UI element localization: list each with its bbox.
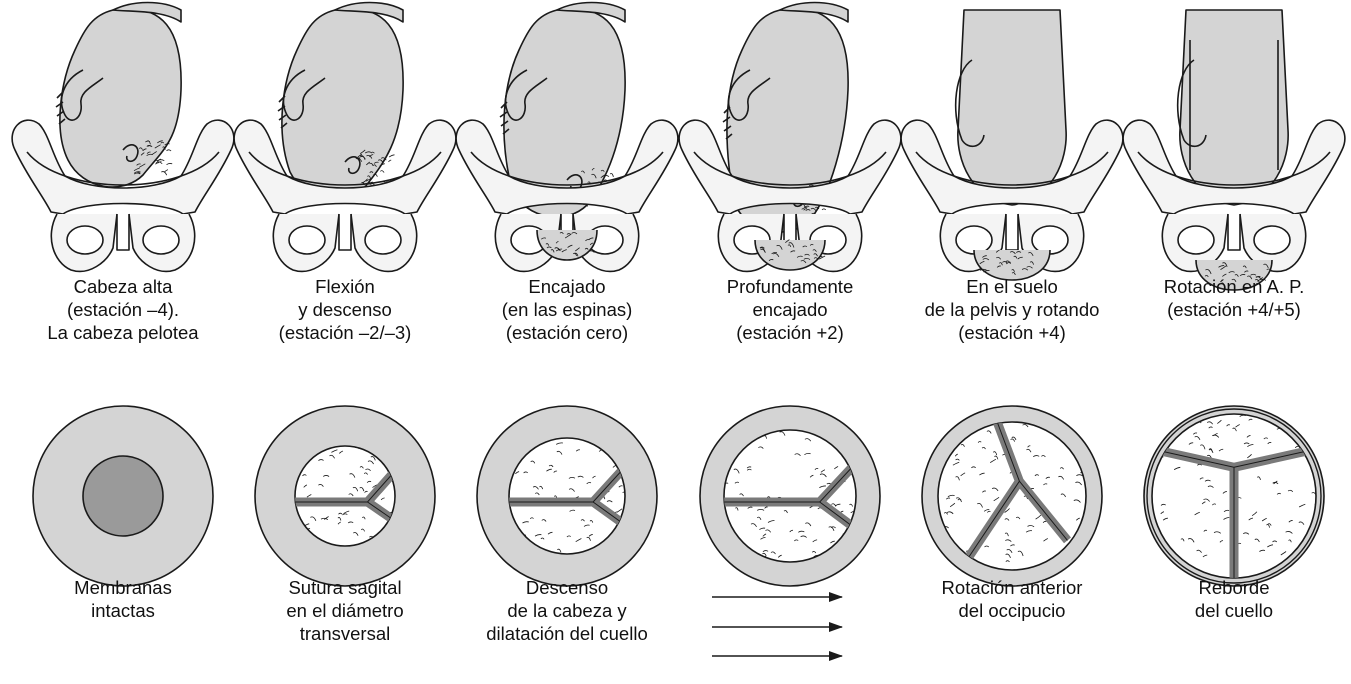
pelvis-fetus-6 <box>1123 10 1345 290</box>
fetal-scalp <box>295 446 395 546</box>
obturator-left <box>1178 226 1214 254</box>
stage-caption-line: y descenso <box>235 298 455 321</box>
fetal-scalp <box>724 430 856 562</box>
stage-caption-line: (en las espinas) <box>457 298 677 321</box>
stage-caption-line: (estación +4/+5) <box>1124 298 1344 321</box>
obturator-right <box>365 226 401 254</box>
stage-caption-1: Cabeza alta(estación –4).La cabeza pelot… <box>13 275 233 344</box>
cervix-6 <box>1144 406 1324 586</box>
fetus-body <box>282 9 403 199</box>
stage-caption-line: Encajado <box>457 275 677 298</box>
stage-caption-line: encajado <box>680 298 900 321</box>
pelvis-fetus-4 <box>679 3 901 272</box>
symphysis <box>117 214 129 250</box>
cervix-caption-line: Descenso <box>457 576 677 599</box>
obturator-right <box>1254 226 1290 254</box>
cervix-caption-line: Membranas <box>13 576 233 599</box>
cervix-2 <box>255 406 435 586</box>
stage-caption-line: Profundamente <box>680 275 900 298</box>
pelvis-fetus-5 <box>901 10 1123 280</box>
cervix-caption-line: del occipucio <box>902 599 1122 622</box>
obturator-right <box>143 226 179 254</box>
cervix-4 <box>700 406 880 586</box>
obturator-left <box>289 226 325 254</box>
cervix-caption-line: dilatación del cuello <box>457 622 677 645</box>
stage-caption-line: Cabeza alta <box>13 275 233 298</box>
cervix-caption-line: intactas <box>13 599 233 622</box>
symphysis <box>1006 214 1018 250</box>
cervix-caption-line: Reborde <box>1124 576 1344 599</box>
cervix-1 <box>33 406 213 586</box>
stage-caption-3: Encajado(en las espinas)(estación cero) <box>457 275 677 344</box>
symphysis <box>339 214 351 250</box>
membranes <box>83 456 163 536</box>
stage-caption-line: (estación +4) <box>902 321 1122 344</box>
stage-caption-6: Rotación en A. P.(estación +4/+5) <box>1124 275 1344 321</box>
cervix-caption-line: en el diámetro <box>235 599 455 622</box>
stage-caption-line: La cabeza pelotea <box>13 321 233 344</box>
pelvis-fetus-2 <box>234 3 456 272</box>
pelvis-fetus-1 <box>12 3 234 272</box>
symphysis <box>1228 214 1240 250</box>
obturator-left <box>67 226 103 254</box>
stage-caption-line: Rotación en A. P. <box>1124 275 1344 298</box>
stage-caption-line: (estación +2) <box>680 321 900 344</box>
pelvis-fetus-3 <box>456 3 678 272</box>
cervix-3 <box>477 406 657 586</box>
stage-caption-line: (estación –4). <box>13 298 233 321</box>
obturator-right <box>1032 226 1068 254</box>
cervix-caption-line: Rotación anterior <box>902 576 1122 599</box>
stage-caption-line: (estación –2/–3) <box>235 321 455 344</box>
cervix-caption-line: de la cabeza y <box>457 599 677 622</box>
stage-caption-line: de la pelvis y rotando <box>902 298 1122 321</box>
cervix-5 <box>922 406 1102 586</box>
fetus-back <box>958 10 1066 205</box>
cervix-caption-line: transversal <box>235 622 455 645</box>
stage-caption-line: Flexión <box>235 275 455 298</box>
obturator-left <box>956 226 992 254</box>
fetus-back <box>1180 10 1288 205</box>
progression-arrows <box>712 597 842 656</box>
cervix-caption-line: Sutura sagital <box>235 576 455 599</box>
stage-caption-line: En el suelo <box>902 275 1122 298</box>
stage-caption-line: (estación cero) <box>457 321 677 344</box>
cervix-caption-line: del cuello <box>1124 599 1344 622</box>
